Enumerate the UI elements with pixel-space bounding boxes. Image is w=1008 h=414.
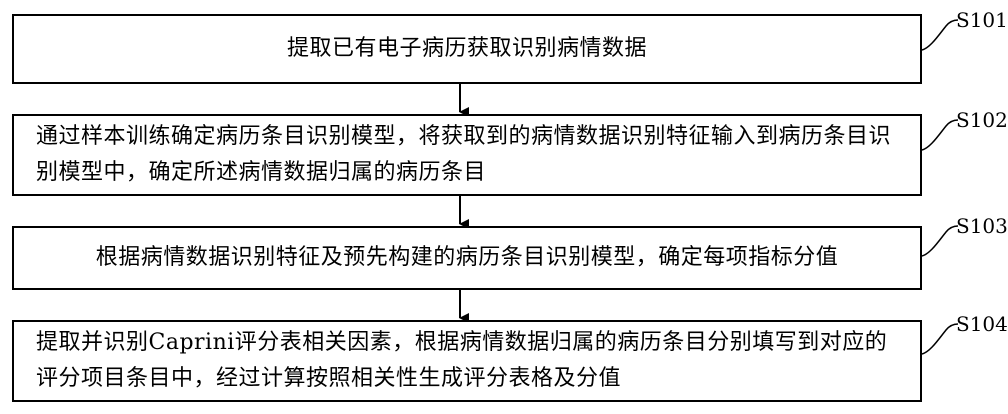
- step-box-s104: 提取并识别Caprini评分表相关因素，根据病情数据归属的病历条目分别填写到对应…: [12, 320, 922, 402]
- leader-s103: [921, 225, 959, 257]
- leader-s101: [921, 19, 959, 51]
- step-text-s101: 提取已有电子病历获取识别病情数据: [286, 36, 647, 61]
- step-label-s101: S101: [956, 8, 1008, 32]
- step-box-s101: 提取已有电子病历获取识别病情数据: [12, 14, 922, 84]
- step-text-s104: 提取并识别Caprini评分表相关因素，根据病情数据归属的病历条目分别填写到对应…: [36, 330, 888, 391]
- step-box-s103: 根据病情数据识别特征及预先构建的病历条目识别模型，确定每项指标分值: [12, 226, 922, 290]
- step-text-s103: 根据病情数据识别特征及预先构建的病历条目识别模型，确定每项指标分值: [95, 245, 839, 270]
- step-label-s104: S104: [956, 312, 1008, 336]
- leader-s102: [921, 119, 959, 151]
- leader-s104: [921, 323, 959, 355]
- step-label-s102: S102: [956, 108, 1008, 132]
- step-text-s102: 通过样本训练确定病历条目识别模型，将获取到的病情数据识别特征输入到病历条目识别模…: [36, 124, 892, 185]
- step-box-s102: 通过样本训练确定病历条目识别模型，将获取到的病情数据识别特征输入到病历条目识别模…: [12, 114, 922, 196]
- step-label-s103: S103: [956, 214, 1008, 238]
